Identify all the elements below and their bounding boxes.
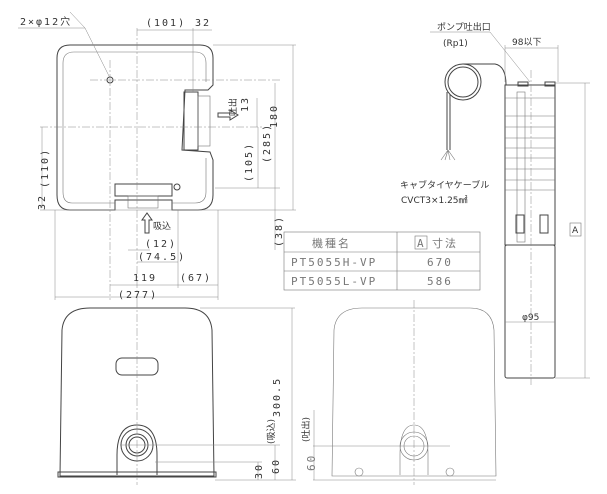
row-a: 670	[427, 256, 453, 269]
dim-32-top: 32	[195, 18, 211, 29]
header-dim: 寸法	[432, 236, 458, 250]
cable-wires	[440, 149, 456, 161]
rear-outlet-label: (吐出)	[300, 417, 312, 442]
dim-285: (285)	[262, 123, 273, 163]
dim-38: (38)	[274, 215, 285, 247]
top-view: 2×φ12穴 (101) 32 13 180 (285) (105) (110)…	[18, 11, 296, 301]
row-model: PT5055L-VP	[291, 275, 377, 288]
dim-a: A	[572, 226, 579, 236]
side-view: ポンプ吐出口 (Rp1) 98以下 キャブタイヤケーブル CVCT3×1.25㎟…	[400, 21, 590, 385]
rear-outlet-height: 60	[305, 454, 318, 471]
outlet-flange	[183, 91, 199, 151]
hole-note: 2×φ12穴	[20, 15, 72, 28]
width-note: 98以下	[512, 38, 541, 48]
outlet-arrow-icon	[217, 109, 239, 121]
dim-67: (67)	[180, 273, 212, 284]
cable-spec: CVCT3×1.25㎟	[401, 195, 468, 206]
row-model: PT5055H-VP	[291, 256, 377, 269]
header-a: A	[417, 237, 426, 250]
dim-180: 180	[269, 104, 280, 128]
mount-bolt	[445, 467, 455, 477]
front-view: 300.5 60 (吸込) 30	[57, 300, 296, 485]
outlet-note: ポンプ吐出口	[437, 21, 491, 33]
spec-table: 機種名 A 寸法 PT5055H-VP 670 PT5055L-VP 586	[283, 231, 481, 291]
dim-32-left: 32	[37, 194, 48, 210]
front-inlet-height: 60	[271, 458, 282, 474]
dim-12: (12)	[145, 239, 177, 250]
dim-101: (101)	[146, 18, 186, 29]
mount-hole	[173, 183, 181, 191]
row-a: 586	[427, 275, 453, 288]
dim-119: 119	[133, 273, 157, 284]
inlet-flange	[114, 183, 173, 197]
inlet-label: 吸込	[153, 221, 171, 232]
inlet-arrow-icon	[141, 212, 153, 234]
dim-277: (277)	[118, 290, 158, 301]
front-height: 300.5	[272, 377, 283, 417]
mount-bolt	[354, 467, 364, 477]
diameter-label: φ95	[522, 313, 539, 323]
outlet-thread: (Rp1)	[443, 39, 468, 49]
dim-13: 13	[240, 96, 251, 112]
header-model: 機種名	[312, 236, 351, 250]
rear-view: 60 (吐出)	[300, 300, 497, 485]
outlet-label: 吐出	[227, 98, 239, 116]
front-inlet-label: (吸込)	[266, 419, 277, 444]
dim-110: (110)	[40, 148, 51, 188]
dim-105: (105)	[244, 142, 255, 182]
dim-74-5: (74.5)	[138, 252, 186, 263]
front-base-height: 30	[254, 463, 265, 479]
cable-note: キャブタイヤケーブル	[400, 179, 489, 191]
